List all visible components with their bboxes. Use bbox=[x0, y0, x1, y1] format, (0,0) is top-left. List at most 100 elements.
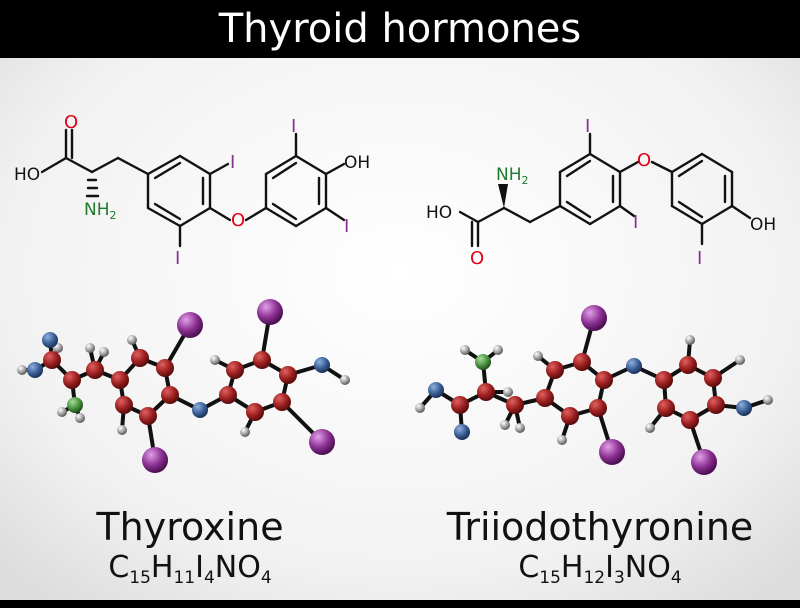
t4-atom bbox=[63, 371, 81, 389]
t4-atom bbox=[42, 332, 58, 348]
t4-atom bbox=[219, 386, 237, 404]
t3-atom bbox=[460, 345, 470, 355]
t4-atom bbox=[86, 361, 104, 379]
formula-part: 15 bbox=[129, 568, 151, 588]
t4-atom bbox=[257, 299, 283, 325]
t3-atom bbox=[736, 400, 752, 416]
t3-atom bbox=[506, 396, 524, 414]
t4-atom bbox=[246, 403, 264, 421]
t3-atom bbox=[493, 345, 503, 355]
formula-part: NO bbox=[214, 550, 261, 585]
t4-atom bbox=[240, 427, 250, 437]
t3-atom bbox=[681, 411, 699, 429]
t3-atom bbox=[454, 424, 470, 440]
t4-atom bbox=[127, 335, 137, 345]
t3-atom bbox=[685, 335, 695, 345]
t4-atom bbox=[17, 365, 27, 375]
t3-atom bbox=[655, 371, 673, 389]
t3-atom bbox=[735, 355, 745, 365]
t4-atom bbox=[43, 351, 61, 369]
t3-atom bbox=[428, 382, 444, 398]
t4-atom bbox=[131, 349, 149, 367]
t3-amine-label: NH2 bbox=[496, 165, 529, 187]
t3-atom bbox=[704, 369, 722, 387]
t3-atom bbox=[589, 399, 607, 417]
t4-atom bbox=[273, 393, 291, 411]
t3-atom bbox=[707, 396, 725, 414]
formula-part: NO bbox=[624, 550, 671, 585]
t4-atom bbox=[115, 396, 133, 414]
t4-atom bbox=[161, 386, 179, 404]
title-bar: Thyroid hormones bbox=[0, 0, 800, 58]
title-text: Thyroid hormones bbox=[218, 6, 582, 52]
t4-iodine-4: I bbox=[344, 216, 349, 237]
t4-ether-oxygen: O bbox=[231, 210, 245, 231]
t3-atom bbox=[557, 435, 567, 445]
t4-iodine-1: I bbox=[230, 152, 235, 173]
formula-part: 12 bbox=[583, 568, 606, 588]
t4-atom bbox=[111, 371, 129, 389]
t3-atom bbox=[475, 354, 491, 370]
t3-atom bbox=[477, 383, 495, 401]
formula-part: I bbox=[195, 550, 204, 585]
formula-part: 3 bbox=[613, 568, 625, 588]
triiodothyronine-formula: C15H12I3NO4 bbox=[430, 550, 770, 588]
t3-carbonyl-oxygen: O bbox=[470, 248, 484, 269]
t3-iodine-1: I bbox=[585, 116, 590, 137]
formula-part: 4 bbox=[203, 568, 215, 588]
t4-atom bbox=[57, 407, 67, 417]
t3-atom bbox=[536, 389, 554, 407]
formula-part: H bbox=[560, 550, 584, 585]
t3-hydroxyl-label: HO bbox=[426, 203, 452, 223]
bottom-bar bbox=[0, 600, 800, 608]
t4-atom bbox=[309, 429, 335, 455]
formula-part: 4 bbox=[670, 568, 682, 588]
t3-atom bbox=[533, 351, 543, 361]
formula-part: 15 bbox=[539, 568, 561, 588]
t4-iodine-2: I bbox=[175, 248, 180, 269]
t4-atom bbox=[210, 355, 220, 365]
t4-phenol-label: OH bbox=[344, 153, 370, 173]
t4-atom bbox=[279, 366, 297, 384]
t4-atom bbox=[99, 347, 109, 357]
t4-atom bbox=[226, 361, 244, 379]
t4-hydroxyl-label: HO bbox=[14, 165, 40, 185]
t4-atom bbox=[85, 343, 95, 353]
formula-part: 4 bbox=[260, 568, 272, 588]
thyroxine-formula: C15H11I4NO4 bbox=[40, 550, 340, 588]
t3-atom bbox=[415, 403, 425, 413]
formula-part: C bbox=[108, 550, 130, 585]
triiodothyronine-name: Triiodothyronine bbox=[446, 505, 754, 549]
t4-atom bbox=[314, 357, 330, 373]
model-bonds bbox=[22, 311, 769, 463]
t4-atom bbox=[253, 351, 271, 369]
model-atoms bbox=[17, 299, 773, 475]
t3-atom bbox=[503, 387, 513, 397]
t3-atom bbox=[626, 358, 642, 374]
t3-atom bbox=[691, 449, 717, 475]
t4-atom bbox=[75, 413, 85, 423]
t4-iodine-3: I bbox=[291, 116, 296, 137]
t4-atom bbox=[340, 375, 350, 385]
formula-part: I bbox=[605, 550, 614, 585]
t3-atom bbox=[546, 361, 564, 379]
formula-part: 11 bbox=[173, 568, 196, 588]
t3-atom bbox=[763, 395, 773, 405]
t3-atom bbox=[451, 396, 469, 414]
thyroxine-name: Thyroxine bbox=[96, 505, 284, 549]
t3-iodine-3: I bbox=[697, 248, 702, 269]
t3-atom bbox=[645, 423, 655, 433]
t4-atom bbox=[192, 402, 208, 418]
t4-atom bbox=[139, 407, 157, 425]
t4-atom bbox=[142, 447, 168, 473]
t4-carbonyl-oxygen: O bbox=[64, 112, 78, 133]
t4-atom bbox=[67, 397, 83, 413]
t4-atom bbox=[27, 362, 43, 378]
t4-amine-label: NH2 bbox=[84, 200, 117, 222]
t3-atom bbox=[500, 420, 510, 430]
